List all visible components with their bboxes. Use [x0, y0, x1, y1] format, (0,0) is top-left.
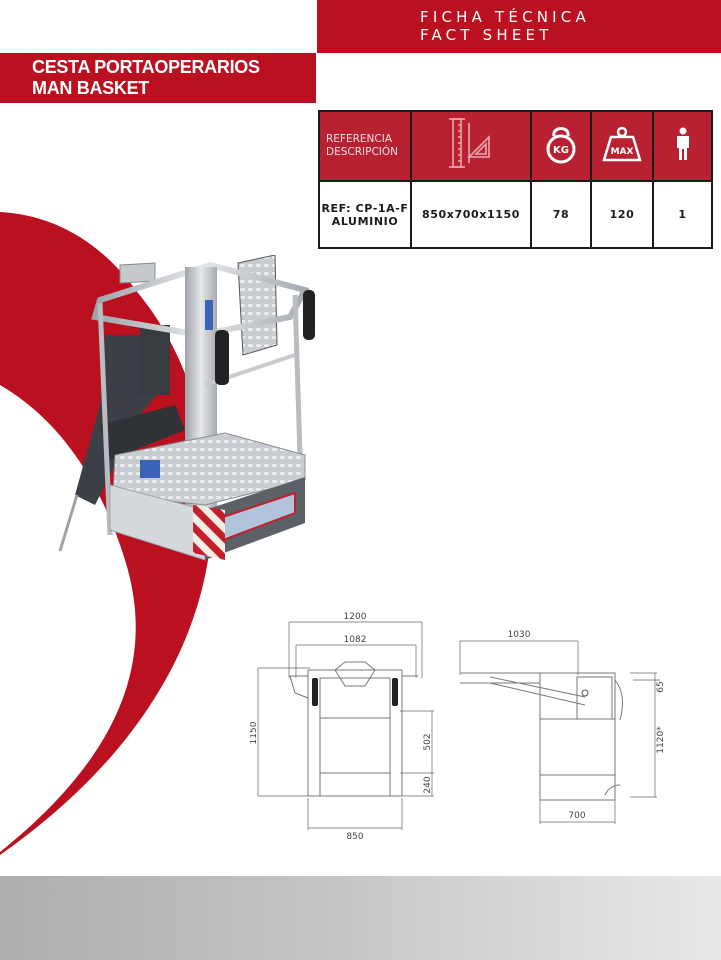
- header-label-reference: REFERENCIA: [326, 133, 392, 145]
- product-title-es: CESTA PORTAOPERARIOS: [32, 57, 260, 77]
- header-weight: KG: [530, 110, 592, 182]
- cell-max-load: 120: [590, 180, 654, 249]
- product-title-banner: CESTA PORTAOPERARIOS MAN BASKET: [0, 53, 316, 103]
- svg-text:1120*: 1120*: [656, 726, 665, 754]
- cell-dimensions: 850x700x1150: [410, 180, 532, 249]
- header-dimensions: [410, 110, 532, 182]
- spec-table-row: REF: CP-1A-F ALUMINIO 850x700x1150 78 12…: [318, 180, 713, 249]
- header-max-load: MAX: [590, 110, 654, 182]
- svg-text:850: 850: [346, 832, 363, 840]
- cell-reference: REF: CP-1A-F ALUMINIO: [318, 180, 412, 249]
- svg-text:700: 700: [568, 811, 585, 821]
- svg-text:1200: 1200: [344, 612, 367, 622]
- header-persons: [652, 110, 713, 182]
- man-basket-photo: [58, 255, 315, 561]
- svg-text:1082: 1082: [344, 635, 367, 645]
- fact-sheet-title-en: FACT SHEET: [420, 26, 553, 44]
- front-view-drawing: 1200 1082 850 1150 502 240: [250, 612, 434, 840]
- header-reference-description: REFERENCIA DESCRIPCIÓN: [318, 110, 412, 182]
- svg-text:1030: 1030: [508, 630, 531, 640]
- footer-bar: [0, 876, 721, 960]
- svg-text:1150: 1150: [250, 721, 259, 744]
- svg-text:65: 65: [656, 681, 665, 692]
- cell-persons: 1: [652, 180, 713, 249]
- person-icon: [676, 127, 689, 160]
- spec-table: REFERENCIA DESCRIPCIÓN: [318, 110, 713, 249]
- fact-sheet-banner: FICHA TÉCNICA FACT SHEET: [317, 0, 721, 53]
- reference-code: REF: CP-1A-F: [321, 201, 409, 215]
- svg-text:502: 502: [423, 733, 433, 750]
- cell-weight: 78: [530, 180, 592, 249]
- fact-sheet-title-es: FICHA TÉCNICA: [420, 8, 590, 26]
- kettlebell-kg-icon: KG: [546, 126, 576, 163]
- material: ALUMINIO: [331, 214, 399, 228]
- ruler-triangle-icon: [449, 117, 490, 168]
- svg-text:240: 240: [423, 776, 433, 793]
- product-title-en: MAN BASKET: [32, 78, 149, 98]
- weight-max-icon: MAX: [602, 126, 642, 161]
- svg-text:MAX: MAX: [611, 147, 634, 157]
- header-label-description: DESCRIPCIÓN: [326, 146, 398, 158]
- svg-text:KG: KG: [553, 145, 569, 156]
- spec-table-header-row: REFERENCIA DESCRIPCIÓN: [318, 110, 713, 182]
- side-view-drawing: 1030 700 65 1120*: [459, 630, 665, 824]
